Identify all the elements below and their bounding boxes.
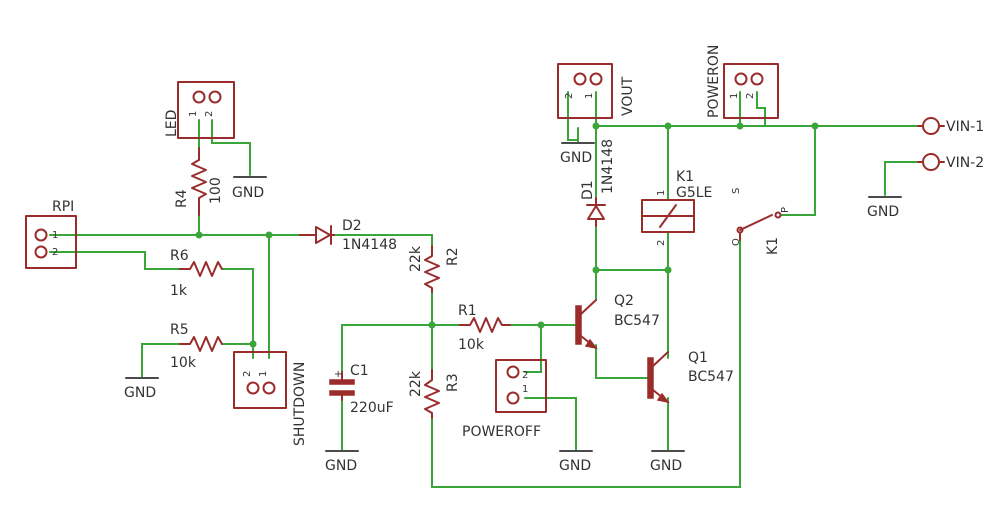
resistor-r6: R6 1k (170, 248, 223, 299)
r6-name: R6 (170, 248, 189, 264)
c1-plus: + (334, 369, 342, 380)
diode-d1: D1 1N4148 (580, 139, 616, 227)
svg-text:1: 1 (522, 384, 528, 395)
c1-name: C1 (350, 363, 369, 379)
svg-text:1: 1 (188, 111, 199, 117)
svg-text:2: 2 (656, 240, 667, 246)
poweron-label: POWERON (706, 45, 722, 118)
wires (49, 91, 919, 488)
r4-value: 100 (208, 177, 224, 204)
led-connector: 1 2 LED (164, 81, 235, 139)
svg-text:GND: GND (559, 458, 591, 474)
svg-text:2: 2 (564, 93, 575, 99)
capacitor-c1: + C1 220uF (329, 363, 394, 416)
svg-text:GND: GND (867, 204, 899, 220)
resistor-r3: 22k R3 (408, 369, 461, 419)
q2-name: Q2 (614, 293, 634, 309)
d2-value: 1N4148 (342, 237, 397, 253)
svg-text:1: 1 (52, 230, 58, 241)
r3-name: R3 (445, 373, 461, 392)
resistor-r2: 22k R2 (408, 245, 461, 293)
d1-name: D1 (580, 180, 596, 200)
resistor-r1: R1 10k (458, 303, 511, 353)
vin1-terminal: VIN-1 (917, 117, 984, 135)
r1-name: R1 (458, 303, 477, 319)
svg-text:1: 1 (656, 190, 667, 196)
d2-name: D2 (342, 218, 362, 234)
q1-value: BC547 (688, 369, 734, 385)
gnd-vout: GND (560, 142, 595, 166)
svg-text:GND: GND (232, 185, 264, 201)
r1-value: 10k (458, 337, 485, 353)
gnd-c1: GND (325, 450, 359, 474)
gnd-led: GND (232, 176, 267, 201)
gnd-r5: GND (124, 376, 159, 401)
junction-dots (195, 122, 819, 348)
r2-name: R2 (445, 247, 461, 266)
vout-connector: 2 1 VOUT (557, 63, 636, 119)
k1-o: O (731, 238, 742, 246)
vin2-label: VIN-2 (946, 155, 984, 171)
svg-text:GND: GND (560, 150, 592, 166)
shutdown-connector: 2 1 SHUTDOWN (233, 351, 308, 446)
resistor-r4: R4 100 (174, 147, 224, 216)
r5-value: 10k (170, 355, 197, 371)
svg-text:1: 1 (584, 93, 595, 99)
relay-k1-switch: S O P K1 (731, 188, 791, 255)
svg-text:2: 2 (745, 93, 756, 99)
k1-s: S (731, 188, 742, 194)
transistor-q1: Q1 BC547 (647, 350, 734, 404)
r4-name: R4 (174, 189, 190, 208)
relay-k1-coil: 1 2 K1 G5LE (641, 169, 712, 246)
vout-label: VOUT (620, 76, 636, 116)
vin2-terminal: VIN-2 (917, 153, 984, 171)
r5-name: R5 (170, 322, 189, 338)
svg-text:GND: GND (124, 385, 156, 401)
poweron-connector: 1 2 POWERON (706, 45, 779, 119)
svg-text:2: 2 (242, 371, 253, 377)
k1-coil-value: G5LE (676, 185, 712, 201)
q1-name: Q1 (688, 350, 708, 366)
k1-coil-name: K1 (676, 169, 694, 185)
q2-value: BC547 (614, 313, 660, 329)
svg-text:GND: GND (325, 458, 357, 474)
k1-p: P (780, 207, 791, 213)
svg-text:GND: GND (650, 458, 682, 474)
c1-value: 220uF (350, 400, 394, 416)
svg-text:1: 1 (729, 93, 740, 99)
rpi-label: RPI (52, 199, 74, 215)
svg-text:2: 2 (52, 247, 58, 258)
r2-value: 22k (408, 245, 424, 272)
led-label: LED (164, 110, 180, 137)
gnd-symbols: GND GND GND GND GND GND GND (124, 142, 902, 474)
resistor-r5: R5 10k (170, 322, 223, 371)
r6-value: 1k (170, 283, 188, 299)
gnd-q1: GND (650, 450, 685, 474)
svg-text:2: 2 (522, 370, 528, 381)
k1-switch-name: K1 (765, 237, 781, 255)
poweroff-label: POWEROFF (462, 424, 541, 440)
svg-text:1: 1 (258, 371, 269, 377)
d1-value: 1N4148 (600, 139, 616, 194)
transistor-q2: Q2 BC547 (575, 293, 660, 350)
gnd-poweroff: GND (559, 450, 593, 474)
svg-text:2: 2 (204, 111, 215, 117)
diode-d2: D2 1N4148 (299, 218, 397, 253)
vin1-label: VIN-1 (946, 119, 984, 135)
poweroff-connector: 2 1 POWEROFF (462, 359, 547, 440)
gnd-vin2: GND (867, 196, 902, 220)
rpi-connector: 1 2 RPI (25, 199, 77, 269)
shutdown-label: SHUTDOWN (292, 362, 308, 446)
r3-value: 22k (408, 370, 424, 397)
